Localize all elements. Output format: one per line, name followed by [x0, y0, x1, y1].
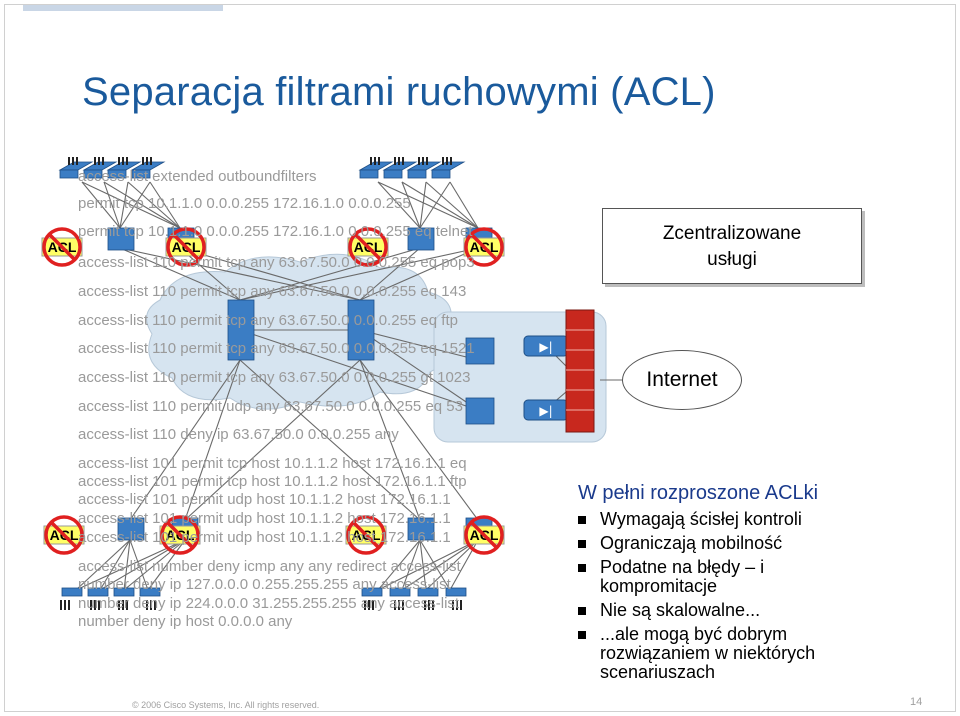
- acl-badge: ACL: [347, 227, 389, 267]
- acl-line: access-list extended outboundfilters: [78, 168, 317, 185]
- acl-line: number deny ip 127.0.0.0 0.255.255.255 a…: [78, 576, 451, 593]
- access-switches: [58, 161, 466, 179]
- svg-text:▶|: ▶|: [539, 404, 552, 418]
- list-item: Nie są skalowalne...: [578, 601, 878, 620]
- switch-icon: [465, 337, 495, 365]
- acl-line: access-list 110 deny ip 63.67.50.0 0.0.0…: [78, 426, 399, 443]
- no-sign-icon: [44, 515, 84, 555]
- acl-badges: ACL ACL ACL ACL ACL: [41, 227, 505, 555]
- no-sign-icon: [166, 227, 206, 267]
- svg-text:▶|: ▶|: [539, 340, 552, 354]
- switch-icon: [417, 587, 439, 597]
- switch-icon: [389, 587, 411, 597]
- switch-icon: [407, 227, 435, 251]
- acl-line: access-list 110 permit tcp any 63.67.50.…: [78, 283, 467, 300]
- acl-line: access-list 110 permit tcp any 63.67.50.…: [78, 312, 458, 329]
- no-sign-icon: [160, 515, 200, 555]
- no-sign-icon: [42, 227, 82, 267]
- list-item: Podatne na błędy – i kompromitacje: [578, 558, 878, 596]
- slide-top-bar: [23, 5, 223, 11]
- list-item: Ograniczają mobilność: [578, 534, 878, 553]
- central-services-line2: usługi: [707, 249, 757, 270]
- acl-line: number deny ip host 0.0.0.0 any: [78, 613, 293, 630]
- switch-icon: [465, 397, 495, 425]
- no-sign-icon: [346, 515, 386, 555]
- no-sign-icon: [464, 515, 504, 555]
- acl-badge: ACL: [41, 227, 83, 267]
- acl-badge: ACL: [345, 515, 387, 555]
- acl-line: access-list 110 permit tcp any 63.67.50.…: [78, 369, 471, 386]
- acl-badge: ACL: [463, 227, 505, 267]
- acl-badge: ACL: [43, 515, 85, 555]
- acl-line: access-list 101 permit tcp host 10.1.1.2…: [78, 473, 467, 490]
- page-number: 14: [910, 696, 923, 708]
- acl-badge: ACL: [463, 515, 505, 555]
- switch-icon: [87, 587, 109, 597]
- host-icons: [60, 157, 462, 610]
- switch-icon: [361, 587, 383, 597]
- acl-line: access-list 101 permit udp host 10.1.1.2…: [78, 510, 451, 527]
- no-sign-icon: [464, 227, 504, 267]
- slide-title: Separacja filtrami ruchowymi (ACL): [82, 70, 716, 114]
- acl-line: access-list 110 permit udp any 63.67.50.…: [78, 398, 463, 415]
- distributed-acl-title: W pełni rozproszone ACLki: [578, 482, 819, 504]
- mesh-links: [75, 181, 622, 591]
- acl-line: number deny ip 224.0.0.0 31.255.255.255 …: [78, 595, 460, 612]
- acl-badge: ACL: [159, 515, 201, 555]
- acl-line: permit tcp 10.1.1.0 0.0.0.255 172.16.1.0…: [78, 223, 473, 240]
- central-services-box: Zcentralizowane usługi: [602, 208, 862, 284]
- switch-icon: [227, 299, 255, 361]
- acl-line: permit tcp 10.1.1.0 0.0.0.255 172.16.1.0…: [78, 195, 411, 212]
- acl-badge: ACL: [165, 227, 207, 267]
- acl-line: access-list 110 permit tcp any 63.67.50.…: [78, 254, 475, 271]
- switch-icon: [113, 587, 135, 597]
- central-services-line1: Zcentralizowane: [662, 223, 802, 244]
- acl-line: access-list 110 permit tcp any 63.67.50.…: [78, 340, 475, 357]
- list-item: Wymagają ścisłej kontroli: [578, 510, 878, 529]
- switch-icon: [61, 587, 83, 597]
- copyright-footer: © 2006 Cisco Systems, Inc. All rights re…: [132, 700, 320, 710]
- switch-icon: [107, 227, 135, 251]
- switch-icon: [139, 587, 161, 597]
- vpn-devices: ▶| ▶|: [523, 335, 569, 421]
- acl-line: access-list 101 permit tcp host 10.1.1.2…: [78, 455, 467, 472]
- acl-line: access-list number deny icmp any any red…: [78, 558, 461, 575]
- switch-icon: [117, 517, 145, 541]
- acl-line: access-list 101 permit udp host 10.1.1.2…: [78, 491, 451, 508]
- switch-icon: [347, 299, 375, 361]
- list-item: ...ale mogą być dobrym rozwiązaniem w ni…: [578, 625, 878, 682]
- acl-line: access-list 101 permit udp host 10.1.1.2…: [78, 529, 451, 546]
- distributed-acl-list: Wymagają ścisłej kontroli Ograniczają mo…: [578, 510, 878, 687]
- switch-icon: [407, 517, 435, 541]
- switch-icon: [445, 587, 467, 597]
- no-sign-icon: [348, 227, 388, 267]
- internet-cloud: Internet: [622, 350, 742, 410]
- firewall-icon: [565, 309, 595, 433]
